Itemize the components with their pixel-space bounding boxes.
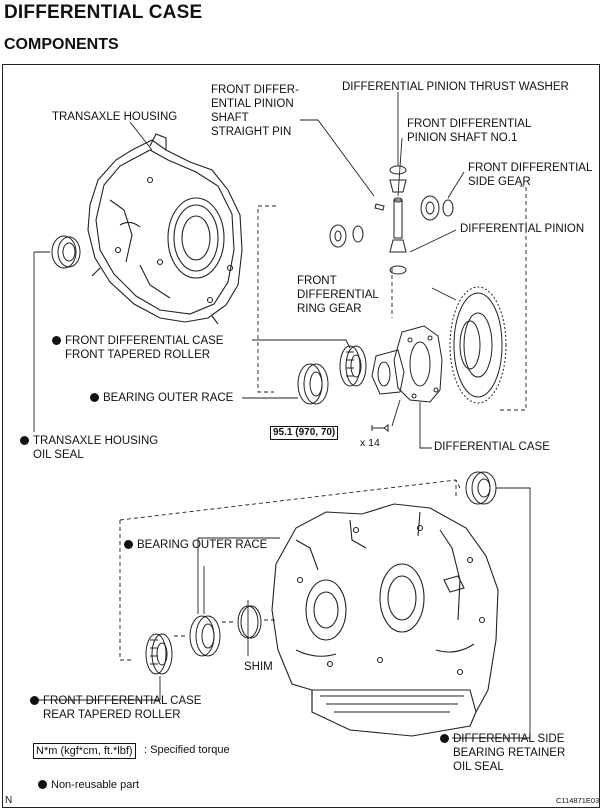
non-reusable-marker [440,734,449,743]
non-reusable-marker [30,696,39,705]
label-pinion-shaft: FRONT DIFFERENTIAL PINION SHAFT NO.1 [407,118,532,144]
label-rear-tapered-roller-text: FRONT DIFFERENTIAL CASE REAR TAPERED ROL… [43,695,202,721]
thrust-washer-part [389,165,407,275]
transaxle-housing-part [87,133,243,325]
case-bolt-part [371,424,389,432]
housing-oil-seal-part [51,235,81,269]
illustration-code: C114871E03 [556,796,600,805]
legend-non-reusable-text: Non-reusable part [51,779,140,791]
label-bearing-outer-race-lower-text: BEARING OUTER RACE [137,539,268,551]
label-retainer-oil-seal: DIFFERENTIAL SIDE BEARING RETAINER OIL S… [440,732,565,774]
label-bearing-outer-race-upper: BEARING OUTER RACE [90,391,233,405]
legend-non-reusable: Non-reusable part [38,779,139,791]
label-rear-tapered-roller: FRONT DIFFERENTIAL CASE REAR TAPERED ROL… [30,694,201,722]
label-ring-gear: FRONT DIFFERENTIAL RING GEAR [297,275,379,315]
section-title: COMPONENTS [4,36,119,53]
label-thrust-washer: DIFFERENTIAL PINION THRUST WASHER [342,81,569,93]
label-bearing-outer-race-upper-text: BEARING OUTER RACE [103,392,234,404]
label-differential-pinion: DIFFERENTIAL PINION [460,223,585,235]
differential-case-part [371,325,443,403]
label-retainer-oil-seal-text: DIFFERENTIAL SIDE BEARING RETAINER OIL S… [453,733,566,773]
page-title: DIFFERENTIAL CASE [4,2,203,23]
bolt-quantity: x 14 [360,437,380,449]
label-shim: SHIM [244,661,273,673]
label-housing-oil-seal-text: TRANSAXLE HOUSING OIL SEAL [33,435,159,461]
label-side-gear: FRONT DIFFERENTIAL SIDE GEAR [468,162,593,188]
leader-lines [33,92,531,739]
ring-gear-part [449,286,507,404]
non-reusable-marker [38,780,47,789]
shim-part [237,605,262,639]
side-gear-parts [329,195,454,248]
non-reusable-marker [20,436,29,445]
label-transaxle-housing: TRANSAXLE HOUSING [52,111,178,123]
legend-torque-units: N*m (kgf*cm, ft.*lbf) [33,743,136,759]
diagram-frame [2,64,600,808]
label-front-tapered-roller: FRONT DIFFERENTIAL CASE FRONT TAPERED RO… [52,334,223,362]
torque-spec: 95.1 (970, 70) [270,426,339,440]
label-bearing-outer-race-lower: BEARING OUTER RACE [124,538,267,552]
label-housing-oil-seal: TRANSAXLE HOUSING OIL SEAL [20,434,158,462]
rear-tapered-roller-part [145,633,173,675]
corner-mark: N [5,795,13,806]
transaxle-case-part [271,503,499,737]
legend-torque-description: : Specified torque [144,744,230,756]
retainer-oil-seal-part [465,471,497,505]
front-bearing-race-part [297,363,329,405]
pinion-gear-parts [389,179,407,253]
non-reusable-marker [90,393,99,402]
non-reusable-marker [124,540,133,549]
label-front-tapered-roller-text: FRONT DIFFERENTIAL CASE FRONT TAPERED RO… [65,335,224,361]
label-straight-pin: FRONT DIFFER- ENTIAL PINION SHAFT STRAIG… [211,84,299,138]
assembly-guides [119,185,527,661]
label-differential-case: DIFFERENTIAL CASE [434,441,550,453]
non-reusable-marker [52,336,61,345]
rear-bearing-race-part [189,615,221,657]
pinion-shaft-part [393,197,403,239]
front-tapered-roller-part [339,345,367,387]
straight-pin-part [374,203,385,211]
